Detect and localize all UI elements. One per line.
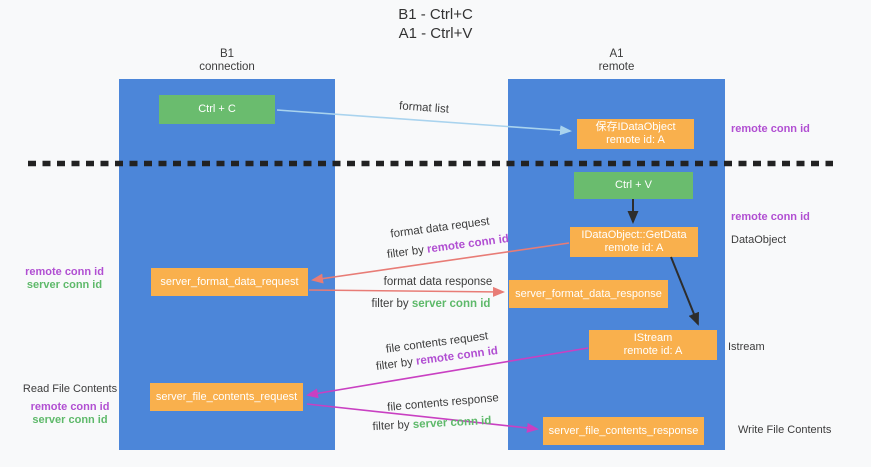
- node-ctrl-v-label: Ctrl + V: [615, 179, 652, 191]
- node-server-file-contents-request: server_file_contents_request: [150, 383, 303, 411]
- filter-key-server-conn-id: server conn id: [411, 298, 491, 310]
- lifeline-a1-subtitle: remote: [598, 61, 635, 73]
- edge-label-format-data-response: format data response: [383, 276, 493, 288]
- annotation-istream: Istream: [728, 341, 765, 353]
- annotation-remote-conn-id-mid: remote conn id: [731, 211, 810, 223]
- node-ctrl-c: Ctrl + C: [159, 95, 275, 124]
- edge-label-file-contents-response-filter: filter by server conn id: [356, 414, 508, 434]
- node-ctrl-c-label: Ctrl + C: [198, 103, 236, 115]
- annotation-dataobject: DataObject: [731, 234, 787, 246]
- node-server-format-data-response: server_format_data_response: [509, 280, 668, 308]
- edge-label-format-data-response-filter: filter by server conn id: [355, 298, 507, 310]
- filter-key-server-conn-id: server conn id: [412, 414, 492, 431]
- lifeline-a1-title: A1: [609, 48, 624, 60]
- lifeline-b1-subtitle: connection: [199, 61, 255, 73]
- node-server-format-data-request-label: server_format_data_request: [160, 275, 299, 288]
- node-getdata: IDataObject::GetData remote id: A: [570, 227, 698, 257]
- node-server-file-contents-response: server_file_contents_response: [543, 417, 704, 445]
- node-istream-line1: IStream: [633, 332, 673, 344]
- lifeline-header-a1: A1 remote: [508, 48, 725, 74]
- edge-label-file-contents-response: file contents response: [386, 392, 500, 414]
- lifeline-header-b1: B1 connection: [119, 48, 335, 74]
- annotation-left-remote-conn-id-mid: remote conn id: [25, 266, 104, 278]
- node-server-format-data-request: server_format_data_request: [151, 268, 308, 296]
- node-save-dataobject-line2: remote id: A: [606, 134, 665, 146]
- filter-by-prefix: filter by: [375, 355, 417, 373]
- node-server-format-data-response-label: server_format_data_response: [515, 287, 662, 300]
- filter-by-prefix: filter by: [386, 243, 428, 261]
- filter-by-prefix: filter by: [372, 419, 414, 434]
- annotation-left-remote-conn-id-bottom: remote conn id: [30, 401, 110, 413]
- annotation-remote-conn-id-top: remote conn id: [731, 123, 810, 135]
- title-line-2: A1 - Ctrl+V: [398, 25, 473, 42]
- lifeline-b1-title: B1: [219, 48, 235, 60]
- annotation-read-file-contents: Read File Contents: [22, 383, 118, 395]
- diagram-title: B1 - Ctrl+C A1 - Ctrl+V: [0, 5, 871, 43]
- edge-label-format-list: format list: [398, 100, 450, 116]
- node-server-file-contents-response-label: server_file_contents_response: [548, 424, 699, 437]
- annotation-left-server-conn-id-bottom: server conn id: [32, 414, 108, 426]
- node-getdata-line1: IDataObject::GetData: [581, 229, 687, 241]
- annotation-left-server-conn-id-mid: server conn id: [26, 279, 103, 291]
- filter-key-remote-conn-id: remote conn id: [426, 233, 510, 256]
- node-getdata-line2: remote id: A: [604, 242, 664, 254]
- node-istream-line2: remote id: A: [623, 345, 683, 357]
- node-save-dataobject: 保存IDataObject remote id: A: [577, 119, 694, 149]
- node-ctrl-v: Ctrl + V: [574, 172, 693, 199]
- filter-by-prefix: filter by: [371, 298, 412, 310]
- node-istream: IStream remote id: A: [589, 330, 717, 360]
- arrow-format-data-response: [308, 286, 505, 297]
- title-line-1: B1 - Ctrl+C: [398, 6, 473, 23]
- node-save-dataobject-line1: 保存IDataObject: [595, 121, 676, 133]
- annotation-write-file-contents: Write File Contents: [738, 424, 832, 436]
- node-server-file-contents-request-label: server_file_contents_request: [155, 390, 298, 403]
